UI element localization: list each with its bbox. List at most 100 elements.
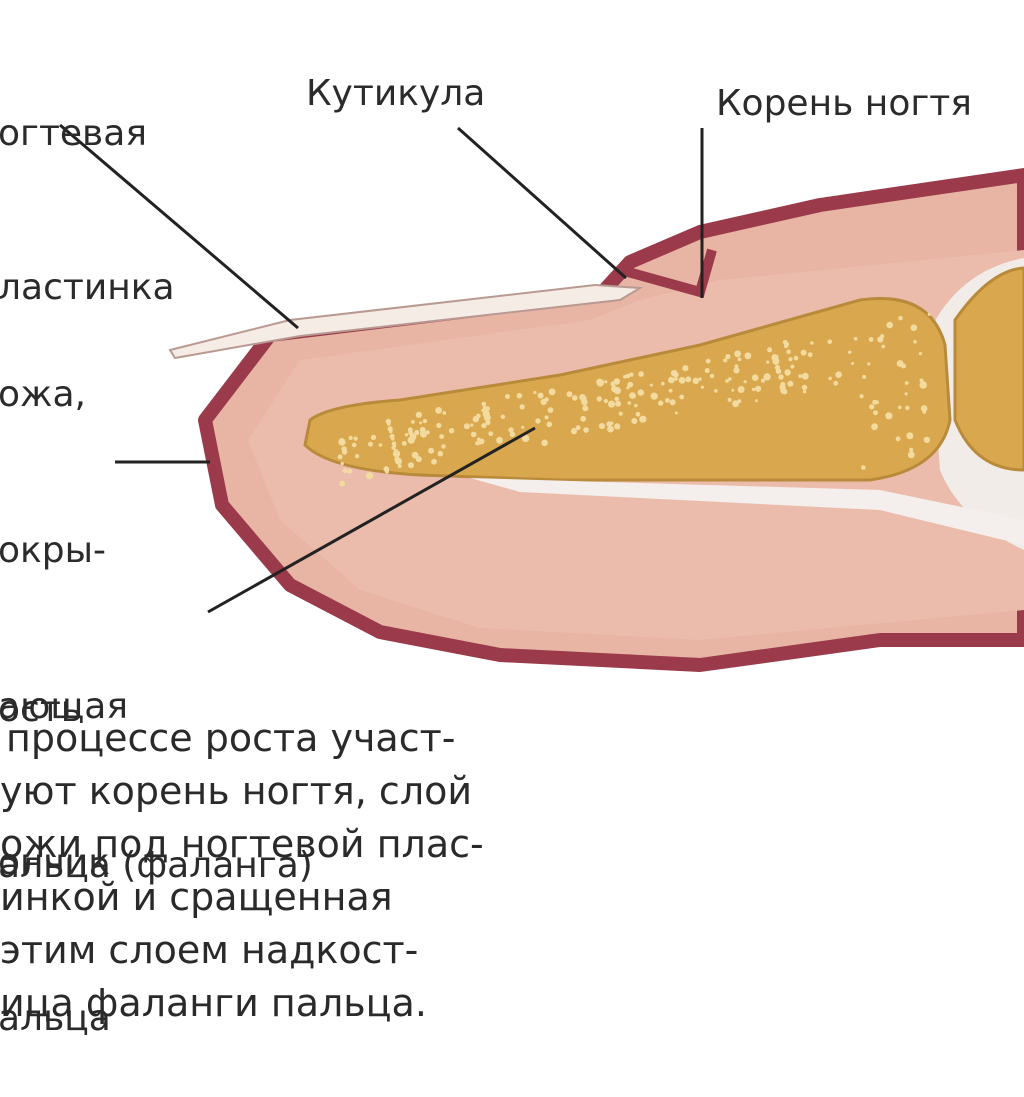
label-skin-line-2: окры-: [0, 530, 107, 571]
bone-dot: [896, 360, 904, 367]
bone-dot: [637, 389, 645, 396]
bone-dot: [596, 378, 604, 386]
bone-dot: [596, 396, 602, 402]
label-bone-line-2: альца (фаланга): [0, 845, 313, 886]
bone-dot: [484, 406, 490, 412]
bone-dot: [419, 421, 423, 425]
bone-dot: [766, 360, 770, 364]
bone-dot: [895, 436, 901, 442]
caption-line-6: ица фаланги пальца.: [0, 981, 427, 1025]
bone-dot: [395, 457, 402, 465]
bone-dot: [783, 343, 789, 349]
bone-dot: [782, 340, 788, 345]
bone-dot: [509, 431, 516, 437]
label-bone-line-1: ость: [0, 689, 83, 730]
bone-dot: [610, 381, 616, 387]
bone-dot: [481, 423, 487, 429]
bone-dot: [835, 371, 842, 379]
bone-dot: [709, 373, 715, 379]
bone-dot: [425, 430, 430, 435]
bone-dot: [793, 355, 799, 361]
bone-dot: [470, 423, 474, 427]
bone-dot: [613, 387, 622, 395]
bone-dot: [485, 419, 491, 426]
bone-dot: [566, 391, 573, 398]
bone-dot: [436, 422, 442, 428]
bone-dot: [727, 397, 732, 402]
bone-dot: [476, 413, 481, 419]
bone-dot: [873, 410, 878, 416]
bone-dot: [725, 379, 729, 383]
caption-line-1: процессе роста участ-: [6, 716, 456, 760]
bone-dot: [404, 433, 409, 437]
bone-dot: [658, 400, 664, 406]
bone-dot: [907, 451, 915, 459]
bone-dot: [437, 450, 444, 457]
bone-dot: [913, 339, 917, 344]
bone-dot: [370, 434, 377, 440]
bone-dot: [674, 411, 678, 415]
bone-dot: [397, 464, 402, 469]
bone-dot: [705, 358, 711, 364]
bone-dot: [341, 449, 348, 455]
bone-dot: [625, 373, 631, 379]
bone-dot: [392, 450, 401, 458]
bone-dot: [743, 380, 747, 384]
bone-dot: [378, 443, 383, 447]
bone-dot: [678, 376, 686, 384]
bone-dot: [725, 354, 731, 360]
bone-dot: [778, 374, 784, 380]
bone-dot: [635, 411, 641, 417]
bone-dot: [353, 436, 358, 441]
bone-dot: [798, 374, 803, 378]
bone-dot: [862, 374, 867, 379]
nail-plate: [168, 283, 644, 360]
bone-dot: [886, 321, 893, 329]
bone-dot: [535, 418, 541, 424]
bone-dot: [463, 423, 470, 430]
bone-dot: [920, 405, 928, 412]
bone-dot: [918, 352, 923, 356]
bone-dot: [519, 404, 525, 410]
bone-dot: [910, 324, 918, 332]
caption-line-5: этим слоем надкост-: [0, 928, 419, 972]
bone-dot: [723, 358, 728, 363]
bone-dot: [634, 403, 638, 408]
bone-dot: [733, 367, 740, 374]
bone-dot: [833, 380, 839, 386]
bone-dot: [631, 418, 638, 424]
bone-dot: [630, 393, 636, 399]
bone-dot: [401, 441, 407, 446]
bone-dot: [385, 469, 389, 474]
bone-dot: [337, 454, 343, 460]
bone-dot: [869, 404, 875, 410]
bone-dot: [442, 411, 447, 415]
bone-dot: [732, 400, 739, 408]
bone-dot: [784, 369, 791, 376]
bone-dot: [618, 411, 623, 416]
bone-dot: [627, 401, 632, 405]
bone-dot: [919, 381, 927, 389]
middle-phalanx-bone: [953, 266, 1024, 472]
bone-dot: [338, 438, 346, 446]
bone-dot: [483, 414, 491, 422]
bone-dot: [674, 377, 678, 381]
bone-dot: [909, 447, 914, 452]
bone-dot: [786, 349, 791, 355]
bone-dot: [874, 400, 879, 405]
bone-dot: [607, 425, 614, 433]
bone-dot: [685, 376, 692, 383]
bone-dot: [391, 437, 395, 441]
bone-dot: [339, 480, 346, 487]
bone-dot: [508, 427, 514, 433]
bone-dot: [668, 388, 673, 393]
caption-line-2: уют корень ногтя, слой: [0, 769, 473, 813]
bone-dot: [905, 405, 910, 411]
bone-dot: [780, 388, 787, 395]
bone-dot: [548, 388, 556, 396]
bone-dot: [744, 352, 752, 360]
bone-dot: [669, 399, 676, 406]
label-skin-line-1: ожа,: [0, 374, 86, 415]
bone-dot: [682, 365, 689, 372]
bone-dot: [737, 357, 742, 362]
